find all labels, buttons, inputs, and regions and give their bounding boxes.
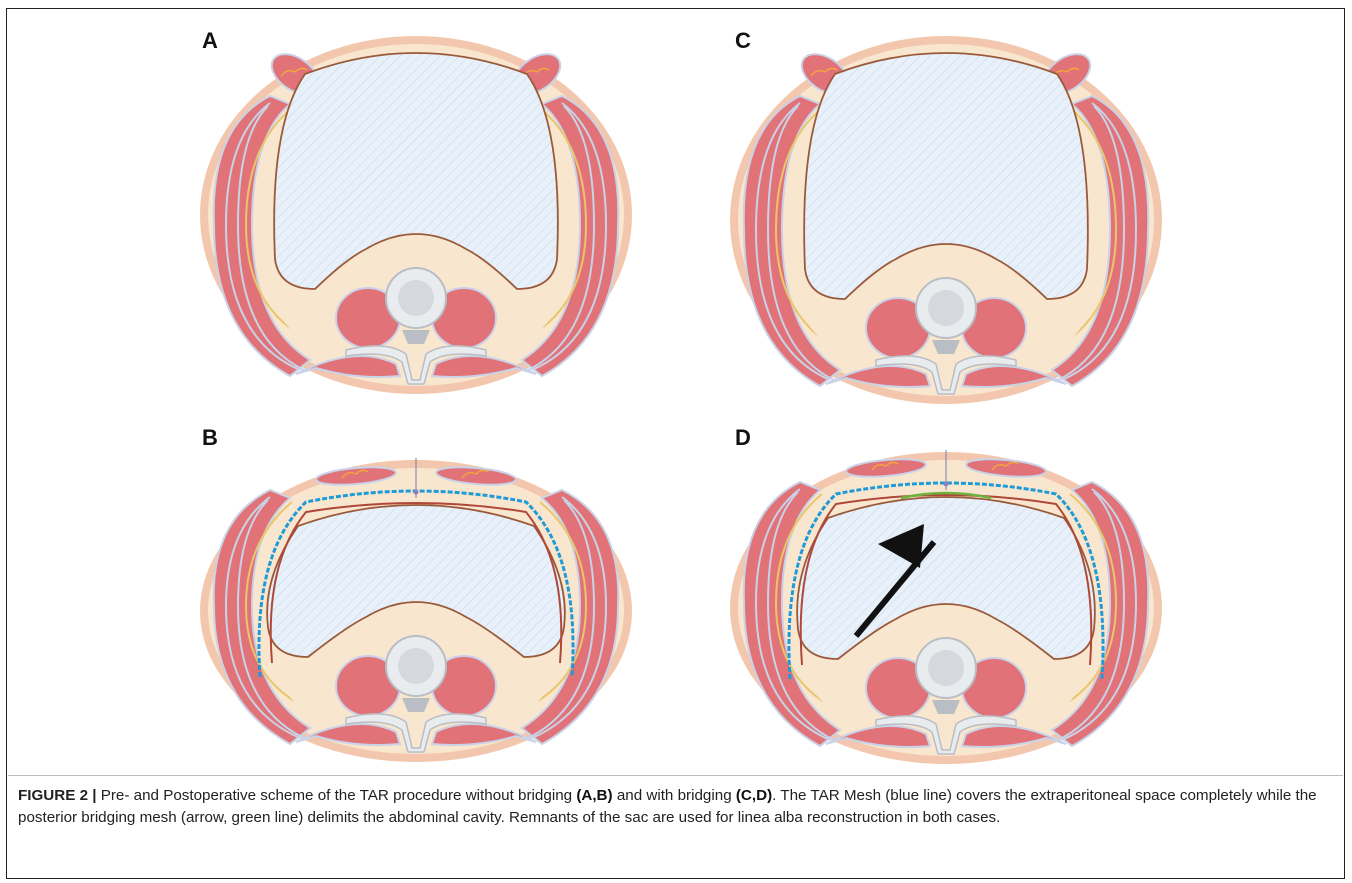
vertebral-body-core — [928, 650, 964, 686]
vertebral-body-core — [928, 290, 964, 326]
figure-number: FIGURE 2 | — [18, 787, 97, 804]
figure-caption: FIGURE 2 | Pre- and Postoperative scheme… — [18, 785, 1333, 828]
figure-illustrations: A B C D — [0, 0, 1352, 775]
linea-alba-knot — [414, 490, 419, 495]
panel-c-illustration — [726, 22, 1166, 412]
caption-divider — [8, 775, 1343, 776]
panel-a-illustration — [196, 22, 636, 402]
caption-ref-cd: (C,D) — [736, 787, 772, 804]
caption-text-2: and with bridging — [613, 787, 736, 804]
panel-b-illustration — [196, 440, 636, 770]
vertebral-body-core — [398, 280, 434, 316]
vertebral-body-core — [398, 648, 434, 684]
linea-alba-knot — [944, 482, 949, 487]
caption-text-1: Pre- and Postoperative scheme of the TAR… — [97, 787, 577, 804]
panel-d-illustration — [726, 432, 1166, 772]
caption-ref-ab: (A,B) — [576, 787, 612, 804]
